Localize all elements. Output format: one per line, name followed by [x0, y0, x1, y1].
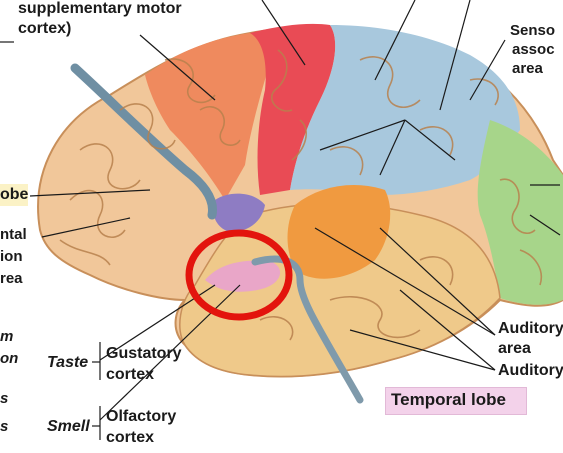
premotor-cortex-region — [145, 33, 272, 200]
auditory-area-region — [287, 185, 391, 279]
sensory-association-label-3: area — [512, 60, 543, 77]
highlight-circle — [185, 229, 293, 321]
olfactory-label-2: cortex — [106, 429, 155, 446]
auditory-area-label-1: Auditory — [498, 320, 563, 337]
frontal-lobe-label-bg — [0, 184, 28, 206]
temporal-lobe-label: Temporal lobe — [391, 390, 506, 409]
occipital-region — [477, 120, 563, 305]
temporal-lobe-region — [179, 203, 501, 378]
parietal-region — [290, 25, 520, 195]
gustatory-label-2: cortex — [106, 366, 155, 383]
insula-region — [213, 193, 265, 232]
lateral-sulcus — [70, 63, 218, 220]
left-fragment-3: s — [0, 390, 9, 407]
left-fragment-2: on — [0, 350, 19, 367]
leader-lines — [0, 0, 561, 440]
sensory-association-label-2: assoc — [512, 41, 555, 58]
smell-label: Smell — [47, 418, 90, 435]
left-fragment-1: m — [0, 328, 14, 345]
left-fragment-4: s — [0, 418, 9, 435]
gustatory-label-1: Gustatory — [106, 345, 182, 362]
prefrontal-label-2: ion — [0, 248, 23, 265]
prefrontal-label-3: rea — [0, 270, 23, 287]
primary-motor-cortex-region — [250, 23, 336, 195]
olfactory-tract — [251, 255, 364, 404]
supplementary-motor-label-1: supplementary motor — [18, 0, 182, 17]
supplementary-motor-label-2: cortex) — [18, 20, 72, 37]
auditory-association-label: Auditory — [498, 362, 563, 379]
taste-label: Taste — [47, 354, 89, 371]
gustatory-cortex-region — [205, 260, 281, 292]
sensory-association-label-1: Senso — [510, 22, 556, 39]
frontal-lobe-label: obe — [0, 186, 29, 203]
gyri-pattern — [59, 49, 542, 341]
auditory-area-label-2: area — [498, 340, 531, 357]
temporal-lobe-label-bg — [385, 387, 527, 415]
olfactory-label-1: Olfactory — [106, 408, 177, 425]
prefrontal-label-1: ntal — [0, 226, 27, 243]
